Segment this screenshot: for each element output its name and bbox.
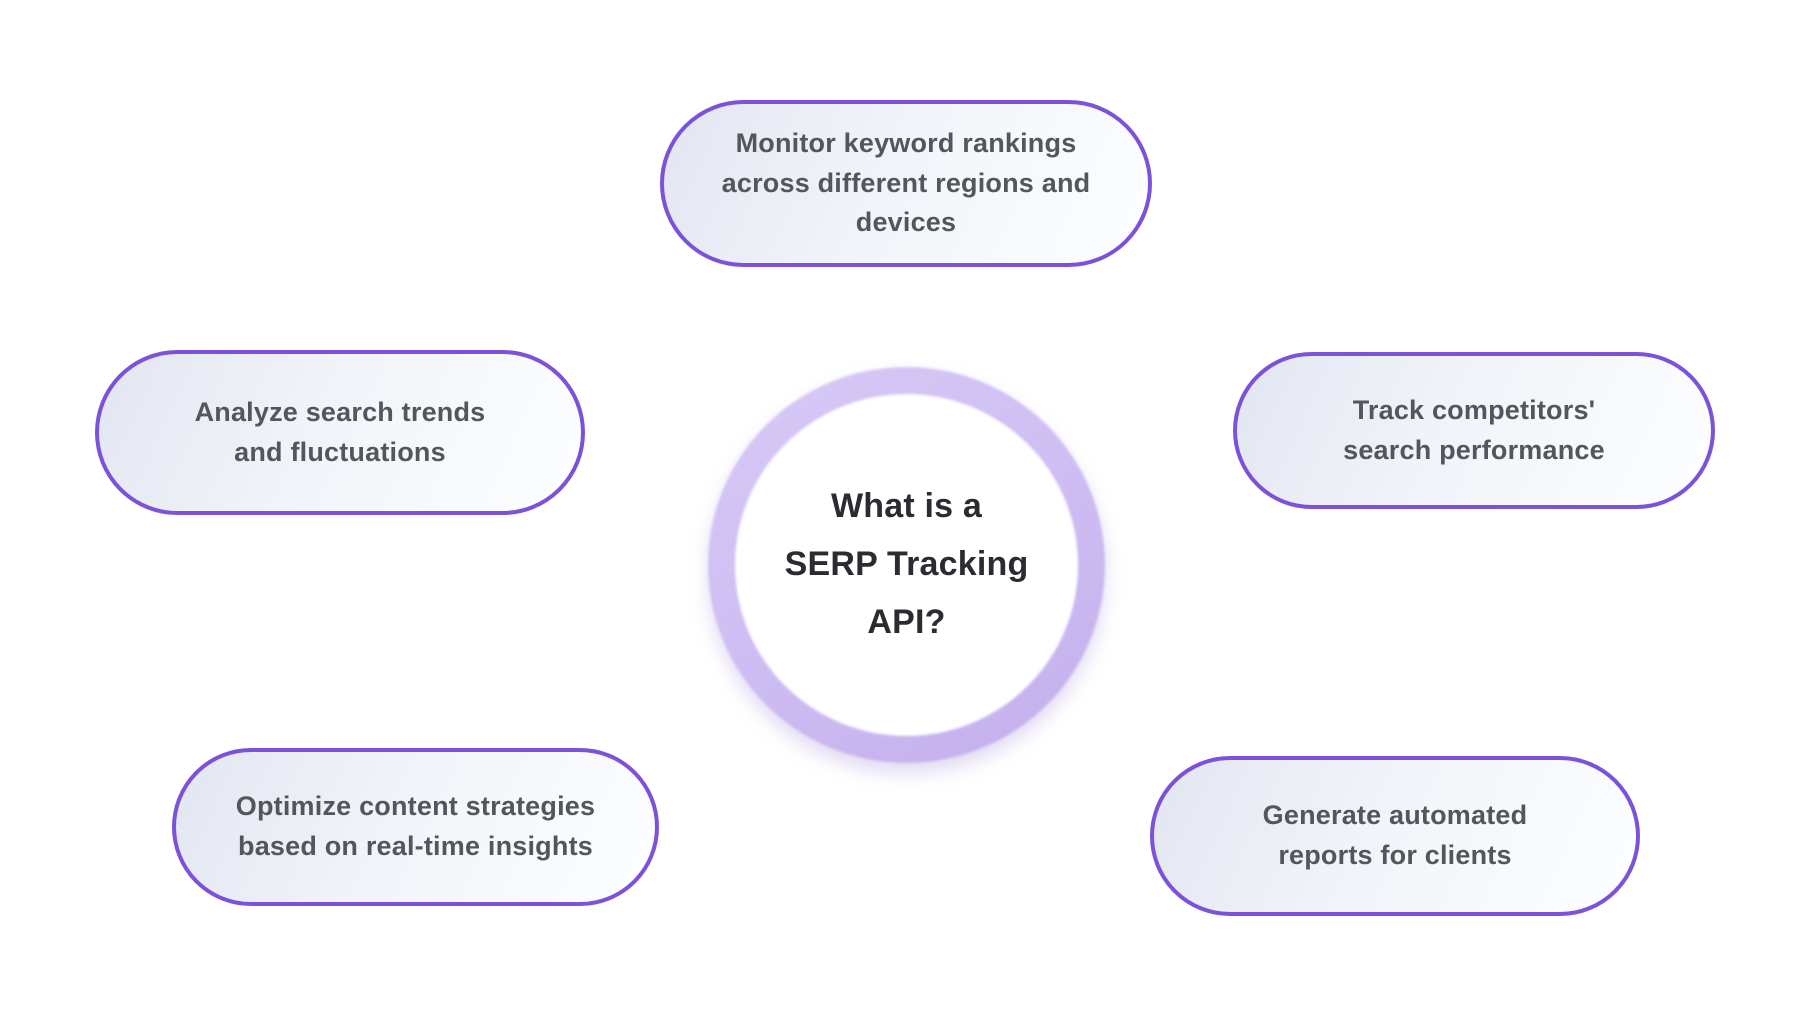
feature-pill-optimize-content-label: Optimize content strategies based on rea… [235, 791, 596, 861]
diagram-title: What is a SERP Tracking API? [784, 487, 1029, 641]
feature-pill-analyze-trends: Analyze search trends and fluctuations [95, 350, 585, 515]
feature-pill-generate-reports: Generate automated reports for clients [1150, 756, 1640, 916]
feature-pill-monitor-rankings: Monitor keyword rankings across differen… [660, 100, 1152, 267]
feature-pill-analyze-trends-label: Analyze search trends and fluctuations [194, 396, 486, 467]
center-circle: What is a SERP Tracking API? [708, 367, 1105, 763]
feature-pill-optimize-content: Optimize content strategies based on rea… [172, 748, 659, 906]
lavender-ring [708, 367, 1105, 763]
feature-pill-track-competitors-label: Track competitors' search performance [1343, 394, 1605, 465]
feature-pill-monitor-rankings-label: Monitor keyword rankings across differen… [721, 127, 1091, 238]
feature-pill-track-competitors: Track competitors' search performance [1233, 352, 1715, 509]
feature-pill-generate-reports-label: Generate automated reports for clients [1262, 800, 1528, 870]
